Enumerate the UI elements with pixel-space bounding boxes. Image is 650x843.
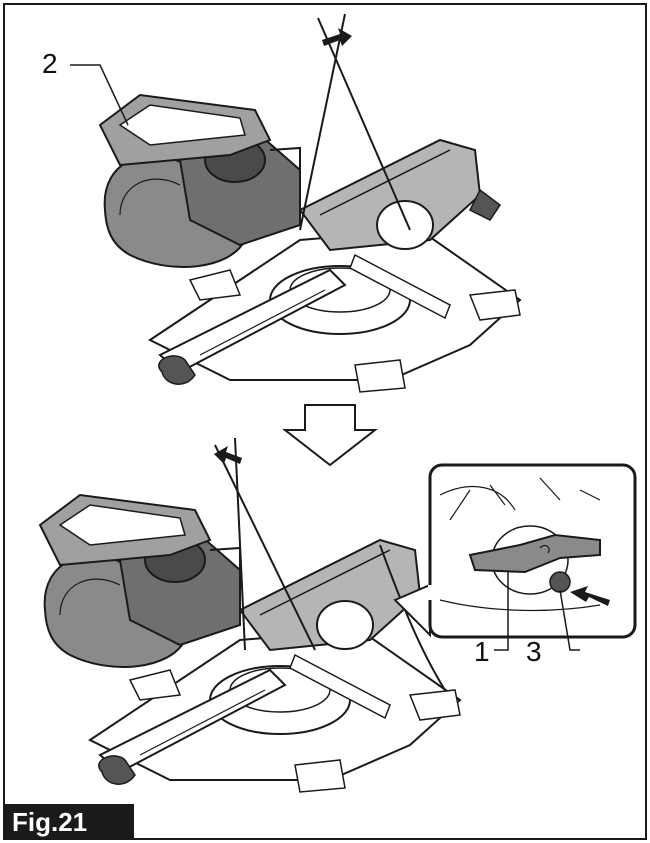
angle-lines-top — [299, 13, 411, 231]
figure-frame — [3, 3, 647, 840]
hollow-down-arrow-icon — [282, 404, 378, 467]
leader-line-2 — [70, 64, 129, 126]
saw-bottom — [39, 494, 461, 793]
push-arrow-icon — [570, 586, 610, 606]
power-cord — [379, 544, 446, 691]
rotate-left-arrow-icon — [214, 446, 242, 464]
saw-top — [99, 94, 521, 393]
angle-lines-bottom — [214, 437, 316, 651]
callout-3: 3 — [526, 636, 542, 667]
figure-label: Fig.21 — [4, 804, 134, 840]
rotate-right-arrow-icon — [322, 28, 352, 46]
callout-2: 2 — [42, 48, 58, 79]
callout-1: 1 — [474, 636, 490, 667]
inset-detail — [393, 463, 637, 651]
